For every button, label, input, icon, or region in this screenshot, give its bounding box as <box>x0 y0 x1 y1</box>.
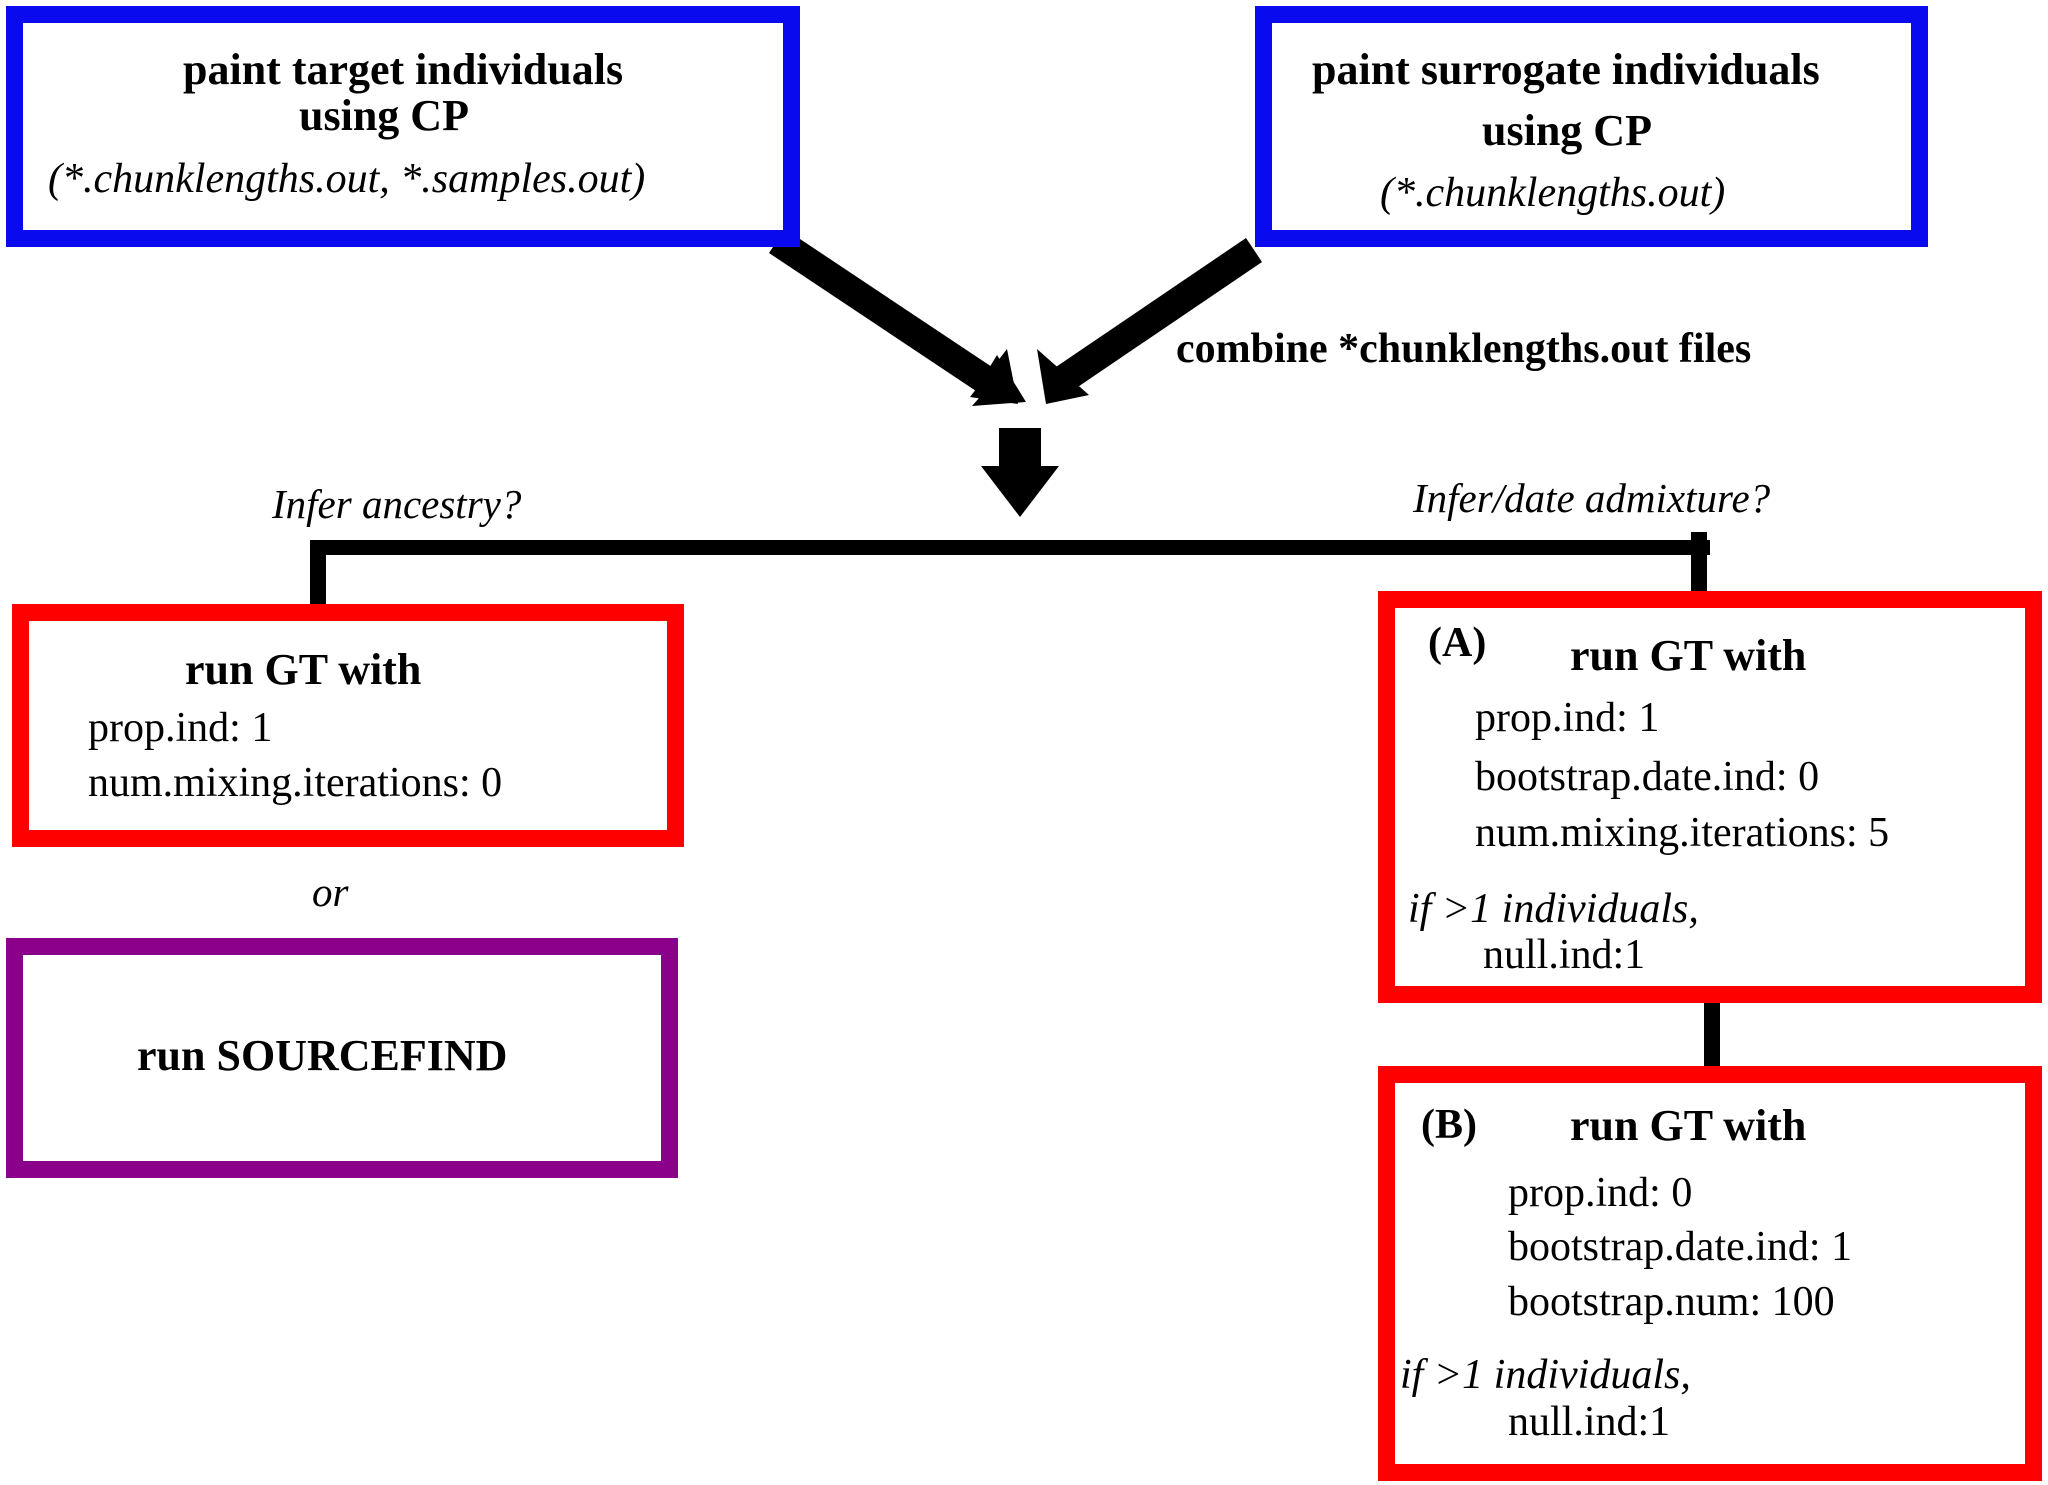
gt-b-line: bootstrap.num: 100 <box>1508 1279 1835 1325</box>
branch-line <box>310 540 1710 555</box>
paint-surrogate-box <box>1255 6 1928 247</box>
gt-a-box <box>1378 591 2042 1003</box>
paint-target-box <box>6 6 800 247</box>
gt-b-box <box>1378 1066 2042 1481</box>
branch-right-drop <box>1691 532 1707 606</box>
gt-a-line: bootstrap.date.ind: 0 <box>1475 754 1820 800</box>
paint-surrogate-title-line1: paint surrogate individuals <box>1312 45 1820 94</box>
gt-b-tag: (B) <box>1421 1102 1477 1148</box>
gt-b-null-line: null.ind:1 <box>1508 1399 1671 1445</box>
gt-b-condition: if >1 individuals, <box>1400 1352 1691 1398</box>
gt-b-line: bootstrap.date.ind: 1 <box>1508 1224 1853 1270</box>
sourcefind-box <box>6 938 678 1178</box>
branch-left-drop <box>310 540 326 606</box>
arrow-from-target-head <box>970 349 1018 404</box>
paint-surrogate-files: (*.chunklengths.out) <box>1380 170 1726 216</box>
a-to-b-connector <box>1704 1002 1720 1068</box>
paint-target-title-line1: paint target individuals <box>183 45 624 94</box>
down-arrow-head <box>981 466 1059 517</box>
arrow-from-surrogate-shaft <box>1047 238 1262 397</box>
gt-a-condition: if >1 individuals, <box>1408 886 1699 932</box>
arrow-from-target-shaft <box>769 229 1001 397</box>
gt-ancestry-line: num.mixing.iterations: 0 <box>88 760 503 806</box>
gt-ancestry-box <box>12 604 684 847</box>
gt-a-tag: (A) <box>1428 620 1487 666</box>
branch-right-label: Infer/date admixture? <box>1413 475 1771 521</box>
gt-ancestry-line: prop.ind: 1 <box>88 705 273 751</box>
gt-ancestry-title: run GT with <box>185 645 422 694</box>
gt-b-title: run GT with <box>1570 1101 1807 1150</box>
gt-a-line: num.mixing.iterations: 5 <box>1475 810 1890 856</box>
branch-left-label: Infer ancestry? <box>272 481 522 527</box>
paint-target-title-line2: using CP <box>299 91 469 140</box>
down-arrow-shaft <box>999 428 1041 468</box>
gt-b-line: prop.ind: 0 <box>1508 1170 1693 1216</box>
or-label: or <box>312 869 349 915</box>
paint-surrogate-title-line2: using CP <box>1482 106 1652 155</box>
arrow-from-surrogate-head <box>1037 349 1089 404</box>
gt-a-title: run GT with <box>1570 631 1807 680</box>
gt-a-line: prop.ind: 1 <box>1475 695 1660 741</box>
combine-label: combine *chunklengths.out files <box>1176 326 1752 372</box>
paint-target-files: (*.chunklengths.out, *.samples.out) <box>48 156 646 202</box>
sourcefind-title: run SOURCEFIND <box>137 1031 508 1080</box>
gt-a-null-line: null.ind:1 <box>1483 932 1646 978</box>
